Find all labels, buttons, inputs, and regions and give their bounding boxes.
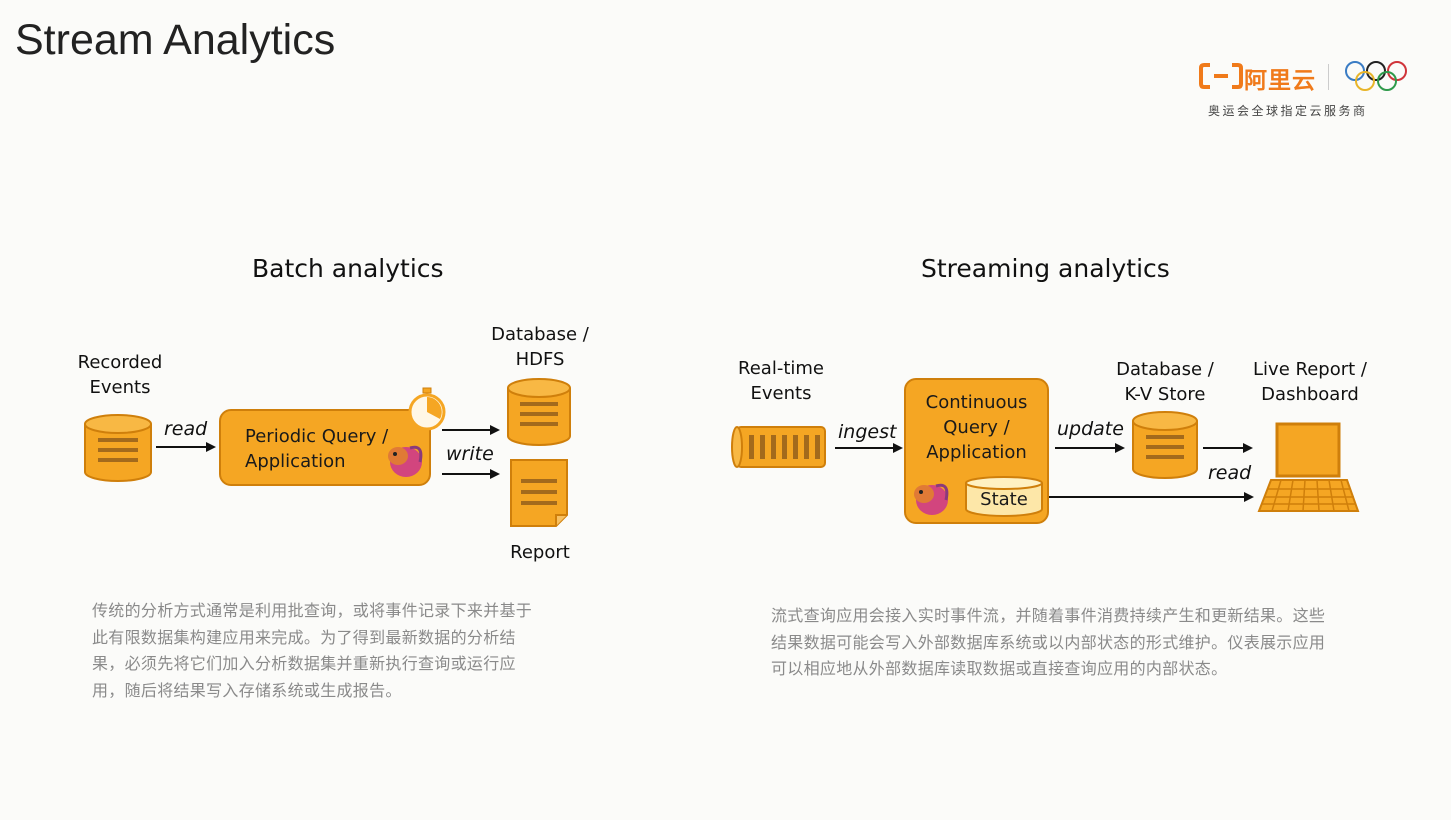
batch-write-label: write (446, 443, 494, 465)
flink-squirrel-icon (388, 445, 423, 477)
streaming-db-read-arrow (1203, 443, 1253, 453)
batch-write-arrow-report (442, 469, 500, 479)
streaming-report-label: Live Report /Dashboard (1253, 359, 1367, 405)
aliyun-logo-icon (1199, 63, 1243, 89)
recorded-events-database-icon (84, 414, 152, 482)
batch-report-label: Report (510, 542, 570, 563)
brand-logo: 阿里云 奥运会全球指定云服务商 (1198, 58, 1408, 120)
olympic-rings-icon (1345, 61, 1407, 91)
kv-store-database-icon (1132, 411, 1198, 479)
batch-db-label: Database /HDFS (491, 324, 589, 370)
streaming-ingest-arrow (835, 443, 903, 453)
slide-title: Stream Analytics (15, 16, 336, 64)
timer-icon (408, 387, 446, 431)
dashboard-computer-icon (1257, 422, 1360, 512)
streaming-title: Streaming analytics (921, 254, 1170, 283)
report-document-icon (510, 459, 568, 527)
brand-tagline: 奥运会全球指定云服务商 (1208, 104, 1368, 118)
event-stream-queue-icon (731, 426, 826, 468)
streaming-description: 流式查询应用会接入实时事件流，并随着事件消费持续产生和更新结果。这些结果数据可能… (771, 606, 1326, 678)
state-label: State (980, 489, 1028, 510)
brand-name: 阿里云 (1244, 68, 1316, 94)
batch-read-arrow (156, 442, 216, 452)
streaming-update-label: update (1057, 418, 1124, 440)
streaming-db-label: Database /K-V Store (1116, 359, 1214, 405)
streaming-update-arrow (1055, 443, 1125, 453)
brand-divider (1328, 64, 1329, 90)
batch-write-arrow-db (442, 425, 500, 435)
streaming-ingest-label: ingest (838, 421, 897, 443)
state-store-icon (965, 476, 1043, 517)
batch-title: Batch analytics (252, 254, 444, 283)
batch-description: 传统的分析方式通常是利用批查询，或将事件记录下来并基于此有限数据集构建应用来完成… (92, 601, 533, 700)
streaming-read-label: read (1208, 462, 1252, 484)
periodic-query-label: Periodic Query /Application (245, 426, 389, 472)
hdfs-database-icon (507, 378, 571, 446)
streaming-state-read-arrow (1049, 492, 1254, 502)
batch-read-label: read (164, 418, 208, 440)
flink-squirrel-icon (914, 483, 949, 515)
